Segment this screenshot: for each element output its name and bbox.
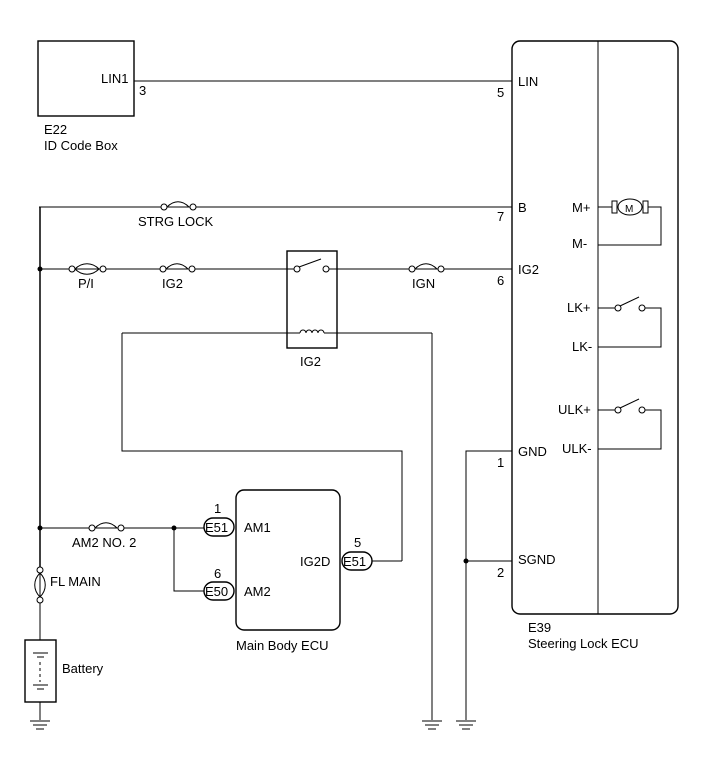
lk-switch-blade — [619, 296, 640, 307]
ign-fuse-end-right — [437, 265, 445, 273]
am2-fuse-end-left — [88, 524, 96, 532]
ig2-fuse-end-left — [159, 265, 167, 273]
lin1-label: LIN1 — [101, 71, 128, 86]
lk-contact-left — [614, 304, 622, 312]
fl-main-fuse-icon — [34, 572, 46, 598]
ecu-terminal-ig2: IG2 — [518, 262, 539, 277]
am2-branch-wire — [173, 528, 204, 592]
sgnd-junction — [463, 558, 469, 564]
ecu-pin-lin: 5 — [497, 85, 504, 100]
am2-fuse-end-right — [117, 524, 125, 532]
am1-connector — [203, 517, 235, 537]
am2-fuse-icon — [94, 522, 118, 529]
motor-symbol: M — [625, 204, 633, 215]
ulk-plus-label: ULK+ — [558, 402, 591, 417]
battery-label: Battery — [62, 661, 104, 676]
ign-fuse-label: IGN — [412, 276, 435, 291]
ig2d-wire — [121, 333, 403, 561]
main-body-ecu-box — [235, 489, 341, 631]
pi-fuse-end-right — [99, 265, 107, 273]
ecu-code: E39 — [528, 620, 551, 635]
am1-label: AM1 — [244, 520, 271, 535]
lin1-pin: 3 — [139, 83, 146, 98]
strg-lock-fuse-icon — [166, 201, 190, 208]
ecu-terminal-lin: LIN — [518, 74, 538, 89]
ulk-return-wire — [598, 409, 662, 450]
fl-main-end-top — [36, 566, 44, 574]
id-code-box-code: E22 — [44, 122, 67, 137]
ig2-fuse-icon — [165, 263, 189, 270]
relay-label: IG2 — [300, 354, 321, 369]
main-body-ecu-name: Main Body ECU — [236, 638, 328, 653]
am2-pin: 6 — [214, 566, 221, 581]
steering-lock-ecu-box — [511, 40, 679, 615]
pi-fuse-icon — [74, 263, 100, 275]
ig2-junction — [37, 266, 43, 272]
ig2-fuse-end-right — [188, 265, 196, 273]
ig2d-pin: 5 — [354, 535, 361, 550]
relay-contact-right — [322, 265, 330, 273]
am2-no2-fuse-label: AM2 NO. 2 — [72, 535, 136, 550]
strg-lock-fuse-label: STRG LOCK — [138, 214, 213, 229]
ecu-terminal-sgnd: SGND — [518, 552, 556, 567]
ecu-pin-gnd: 1 — [497, 455, 504, 470]
ecu-pin-ig2: 6 — [497, 273, 504, 288]
motor-return-wire — [598, 206, 662, 246]
strg-lock-fuse-end-left — [160, 203, 168, 211]
ulk-minus-label: ULK- — [562, 441, 592, 456]
fl-main-label: FL MAIN — [50, 574, 101, 589]
motor-icon — [617, 198, 643, 216]
ecu-pin-b: 7 — [497, 209, 504, 224]
strg-lock-fuse-end-right — [189, 203, 197, 211]
am2-connector — [203, 581, 235, 601]
pi-fuse-label: P/I — [78, 276, 94, 291]
ulk-switch-blade — [619, 398, 640, 409]
ig2-fuse-label: IG2 — [162, 276, 183, 291]
lk-plus-label: LK+ — [567, 300, 591, 315]
am2-junction — [37, 525, 43, 531]
ecu-terminal-b: B — [518, 200, 527, 215]
ign-fuse-end-left — [408, 265, 416, 273]
id-code-box — [37, 40, 135, 117]
relay-switch-blade — [298, 258, 322, 268]
lk-minus-label: LK- — [572, 339, 592, 354]
am1-pin: 1 — [214, 501, 221, 516]
ecu-terminal-gnd: GND — [518, 444, 547, 459]
motor-brush-left — [611, 200, 618, 214]
m-plus-label: M+ — [572, 200, 590, 215]
lk-return-wire — [598, 307, 662, 348]
am2-label: AM2 — [244, 584, 271, 599]
id-code-box-name: ID Code Box — [44, 138, 118, 153]
ground-icon — [30, 720, 50, 730]
ign-fuse-icon — [414, 263, 438, 270]
am1-connector-label: E51 — [205, 520, 228, 535]
ground-icon — [422, 720, 442, 730]
pi-fuse-end-left — [68, 265, 76, 273]
ecu-name: Steering Lock ECU — [528, 636, 639, 651]
ig2d-label: IG2D — [300, 554, 330, 569]
ig2d-connector-label: E51 — [343, 554, 366, 569]
m-minus-label: M- — [572, 236, 587, 251]
ecu-pin-sgnd: 2 — [497, 565, 504, 580]
relay-coil-icon — [299, 329, 325, 334]
ulk-contact-left — [614, 406, 622, 414]
fl-main-end-bottom — [36, 596, 44, 604]
ground-icon — [456, 720, 476, 730]
am2-connector-label: E50 — [205, 584, 228, 599]
relay-contact-left — [293, 265, 301, 273]
gnd-wire — [465, 450, 512, 720]
